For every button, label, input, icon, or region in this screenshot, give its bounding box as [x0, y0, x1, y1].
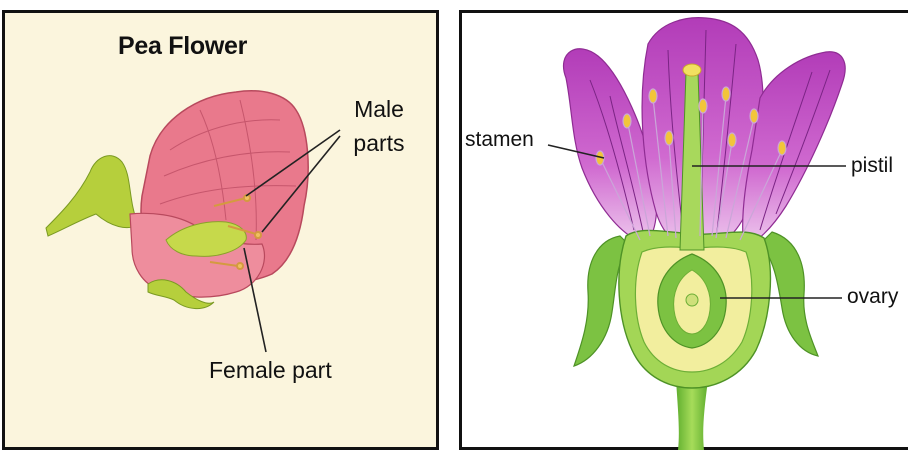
pea-flower-drawing: [46, 91, 340, 352]
stamen-label: stamen: [465, 128, 534, 152]
pea-flower-title: Pea Flower: [118, 32, 247, 61]
stigma: [683, 64, 701, 76]
ovary-label: ovary: [847, 285, 898, 309]
female-part-label: Female part: [209, 357, 332, 384]
flower-section-drawing: [548, 18, 846, 450]
male-parts-label: Male parts: [349, 92, 409, 160]
flower-stem: [676, 380, 708, 450]
pistil-label: pistil: [851, 154, 893, 178]
pea-stalk: [46, 156, 138, 236]
ovule-center: [686, 294, 698, 306]
